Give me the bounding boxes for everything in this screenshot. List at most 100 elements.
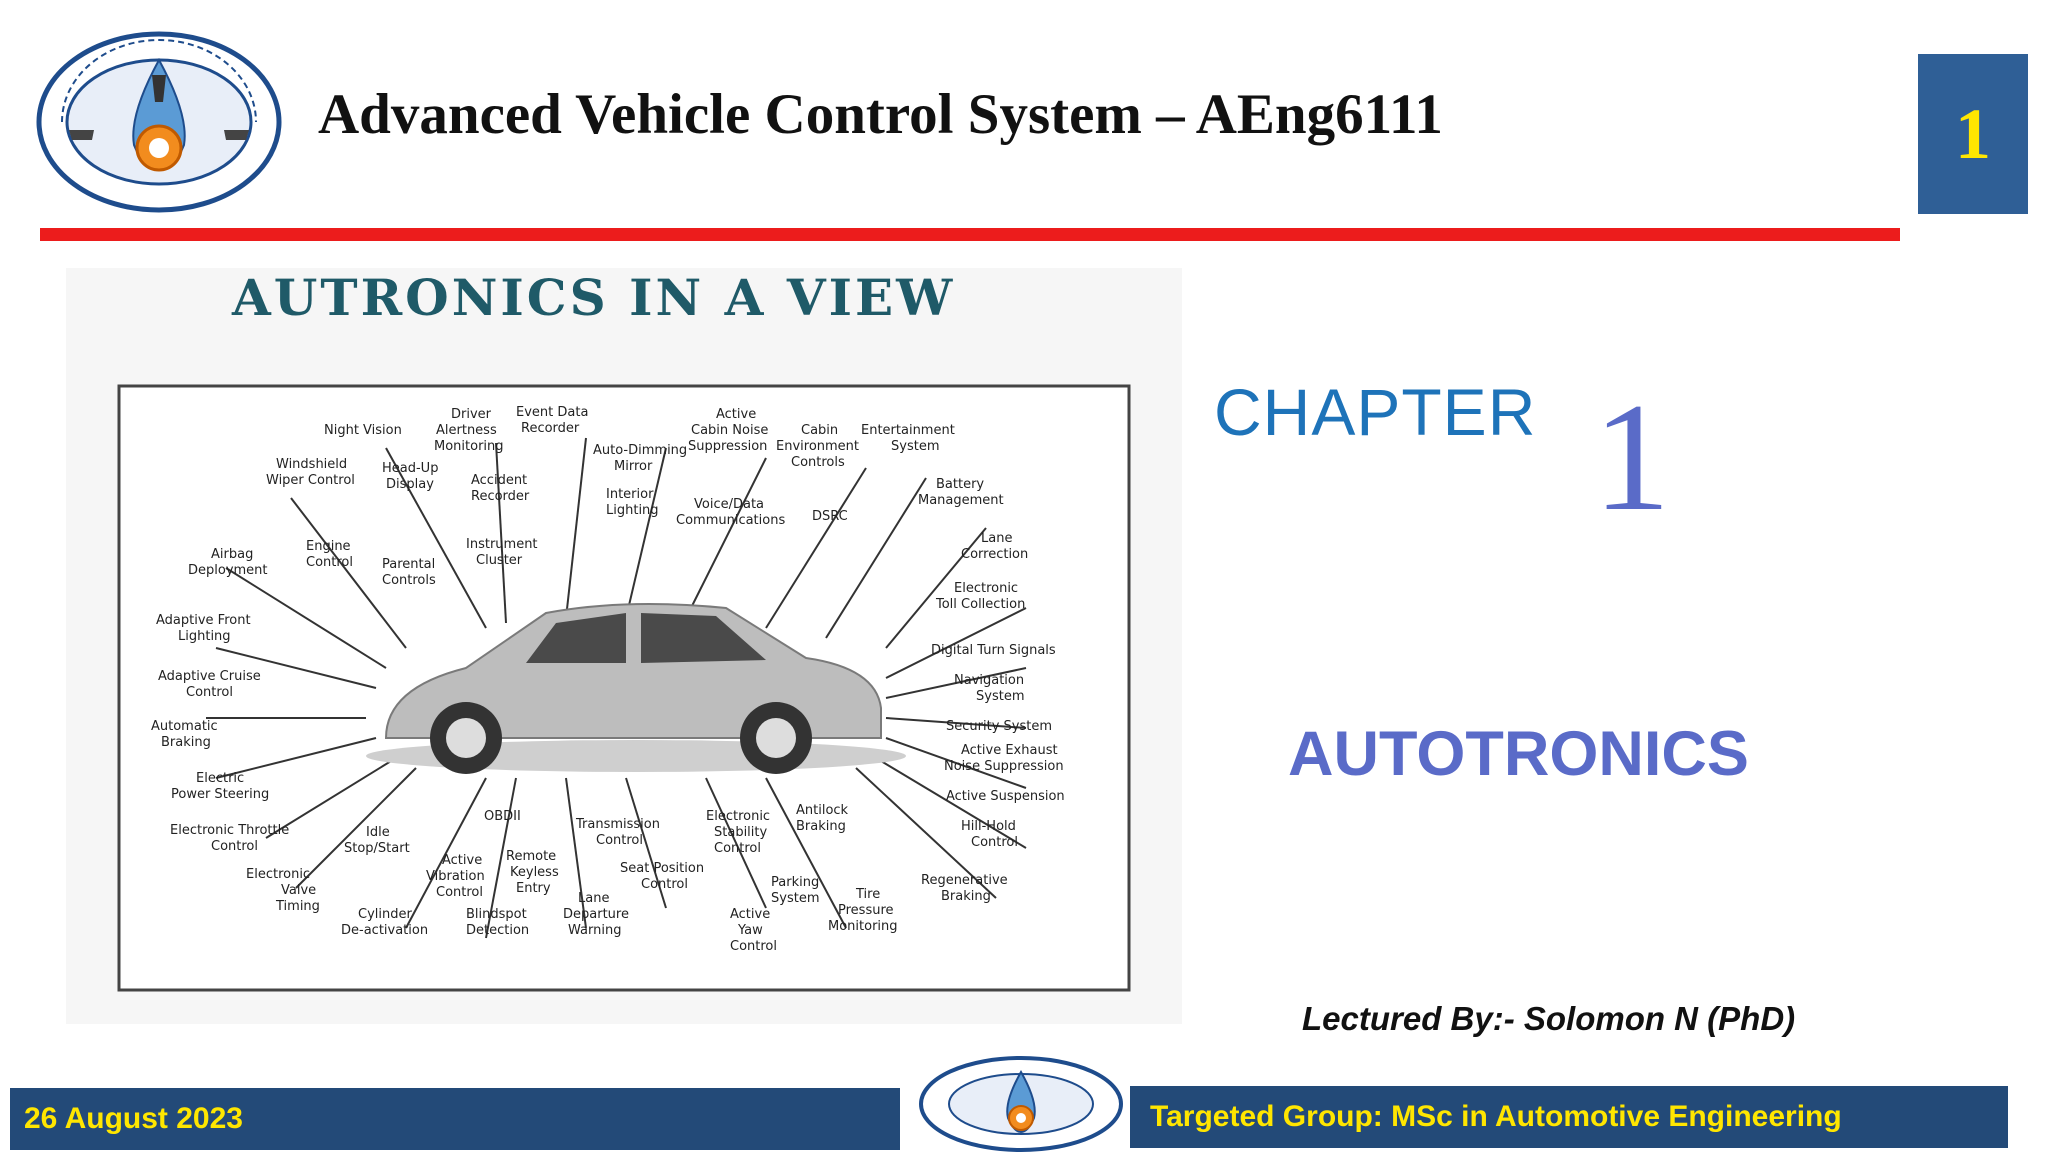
svg-text:Blindspot: Blindspot — [466, 907, 527, 922]
svg-text:Control: Control — [971, 835, 1018, 850]
svg-text:Suppression: Suppression — [688, 439, 767, 454]
svg-text:Controls: Controls — [791, 455, 845, 470]
university-logo — [34, 30, 284, 215]
svg-text:Entry: Entry — [516, 881, 551, 896]
svg-text:Event Data: Event Data — [516, 405, 588, 420]
svg-text:Control: Control — [641, 877, 688, 892]
svg-text:Toll Collection: Toll Collection — [935, 597, 1025, 612]
arba-minch-university-seal-icon — [919, 1056, 1123, 1152]
svg-text:Cabin Noise: Cabin Noise — [691, 423, 768, 438]
svg-text:Noise Suppression: Noise Suppression — [944, 759, 1064, 774]
svg-text:Parental: Parental — [382, 557, 435, 572]
svg-text:Recorder: Recorder — [521, 421, 580, 436]
svg-text:Electric: Electric — [196, 771, 244, 786]
svg-text:Deployment: Deployment — [188, 563, 268, 578]
svg-text:Active Exhaust: Active Exhaust — [961, 743, 1058, 758]
lecturer-credit: Lectured By:- Solomon N (PhD) — [1302, 1000, 1796, 1037]
svg-text:Idle: Idle — [366, 825, 390, 840]
svg-text:Alertness: Alertness — [436, 423, 497, 438]
svg-text:Night Vision: Night Vision — [324, 423, 402, 438]
svg-text:Instrument: Instrument — [466, 537, 538, 552]
svg-text:System: System — [891, 439, 939, 454]
svg-text:Warning: Warning — [568, 923, 621, 938]
svg-text:Keyless: Keyless — [510, 865, 559, 880]
svg-text:Active: Active — [730, 907, 770, 922]
svg-text:Braking: Braking — [941, 889, 991, 904]
svg-text:Valve: Valve — [281, 883, 316, 898]
page-title: Advanced Vehicle Control System – AEng61… — [318, 83, 1443, 146]
header-divider — [40, 228, 1900, 241]
svg-text:Accident: Accident — [471, 473, 527, 488]
svg-text:Control: Control — [714, 841, 761, 856]
svg-text:Communications: Communications — [676, 513, 785, 528]
svg-text:Control: Control — [211, 839, 258, 854]
svg-text:Antilock: Antilock — [796, 803, 849, 818]
svg-text:Wiper Control: Wiper Control — [266, 473, 355, 488]
svg-text:Electronic Throttle: Electronic Throttle — [170, 823, 289, 838]
svg-text:Active: Active — [442, 853, 482, 868]
chapter-topic: AUTOTRONICS — [1288, 719, 1749, 789]
svg-text:Vibration: Vibration — [426, 869, 485, 884]
footer-target-group: Targeted Group: MSc in Automotive Engine… — [1150, 1100, 1842, 1133]
svg-text:Control: Control — [730, 939, 777, 954]
svg-text:Cluster: Cluster — [476, 553, 523, 568]
svg-text:Detection: Detection — [466, 923, 529, 938]
svg-text:DSRC: DSRC — [812, 509, 848, 524]
svg-text:Tire: Tire — [855, 887, 880, 902]
svg-text:Lighting: Lighting — [606, 503, 659, 518]
footer-date-bar: 26 August 2023 — [10, 1088, 900, 1150]
svg-text:Seat Position: Seat Position — [620, 861, 704, 876]
svg-text:Transmission: Transmission — [575, 817, 660, 832]
svg-text:Stability: Stability — [714, 825, 768, 840]
svg-text:Braking: Braking — [796, 819, 846, 834]
svg-text:Windshield: Windshield — [276, 457, 347, 472]
svg-text:Parking: Parking — [771, 875, 819, 890]
chapter-number: 1 — [1593, 371, 1671, 543]
svg-text:Monitoring: Monitoring — [434, 439, 504, 454]
chapter-label: CHAPTER — [1214, 375, 1537, 449]
svg-text:Timing: Timing — [275, 899, 320, 914]
svg-text:Cylinder: Cylinder — [358, 907, 412, 922]
svg-text:Auto-Dimming: Auto-Dimming — [593, 443, 687, 458]
svg-text:Interior: Interior — [606, 487, 654, 502]
svg-text:Adaptive Front: Adaptive Front — [156, 613, 251, 628]
svg-text:Lane: Lane — [578, 891, 609, 906]
svg-text:Recorder: Recorder — [471, 489, 530, 504]
svg-text:System: System — [976, 689, 1024, 704]
svg-text:Airbag: Airbag — [211, 547, 253, 562]
svg-text:Active: Active — [716, 407, 756, 422]
svg-text:Digital Turn Signals: Digital Turn Signals — [931, 643, 1056, 658]
svg-text:Controls: Controls — [382, 573, 436, 588]
svg-text:Lane: Lane — [981, 531, 1012, 546]
svg-text:Adaptive Cruise: Adaptive Cruise — [158, 669, 261, 684]
svg-text:Monitoring: Monitoring — [828, 919, 898, 934]
svg-text:Head-Up: Head-Up — [382, 461, 438, 476]
svg-text:Regenerative: Regenerative — [921, 873, 1008, 888]
svg-text:Management: Management — [918, 493, 1004, 508]
svg-text:Electronic: Electronic — [246, 867, 310, 882]
footer-logo — [916, 1052, 1126, 1152]
svg-text:Cabin: Cabin — [801, 423, 838, 438]
svg-text:Control: Control — [186, 685, 233, 700]
car-icon — [366, 603, 906, 774]
svg-text:De-activation: De-activation — [341, 923, 428, 938]
svg-text:Pressure: Pressure — [838, 903, 894, 918]
svg-text:Battery: Battery — [936, 477, 984, 492]
svg-text:Environment: Environment — [776, 439, 859, 454]
svg-text:Display: Display — [386, 477, 434, 492]
svg-text:Control: Control — [596, 833, 643, 848]
svg-text:Control: Control — [436, 885, 483, 900]
svg-text:Correction: Correction — [961, 547, 1028, 562]
svg-text:Entertainment: Entertainment — [861, 423, 955, 438]
svg-text:Departure: Departure — [563, 907, 629, 922]
svg-text:Electronic: Electronic — [706, 809, 770, 824]
svg-text:Automatic: Automatic — [151, 719, 218, 734]
svg-text:Stop/Start: Stop/Start — [344, 841, 410, 856]
arba-minch-university-seal-icon — [36, 31, 282, 213]
footer-target-bar: Targeted Group: MSc in Automotive Engine… — [1130, 1086, 2008, 1148]
svg-text:Lighting: Lighting — [178, 629, 231, 644]
svg-text:Voice/Data: Voice/Data — [694, 497, 764, 512]
svg-text:Yaw: Yaw — [737, 923, 763, 938]
